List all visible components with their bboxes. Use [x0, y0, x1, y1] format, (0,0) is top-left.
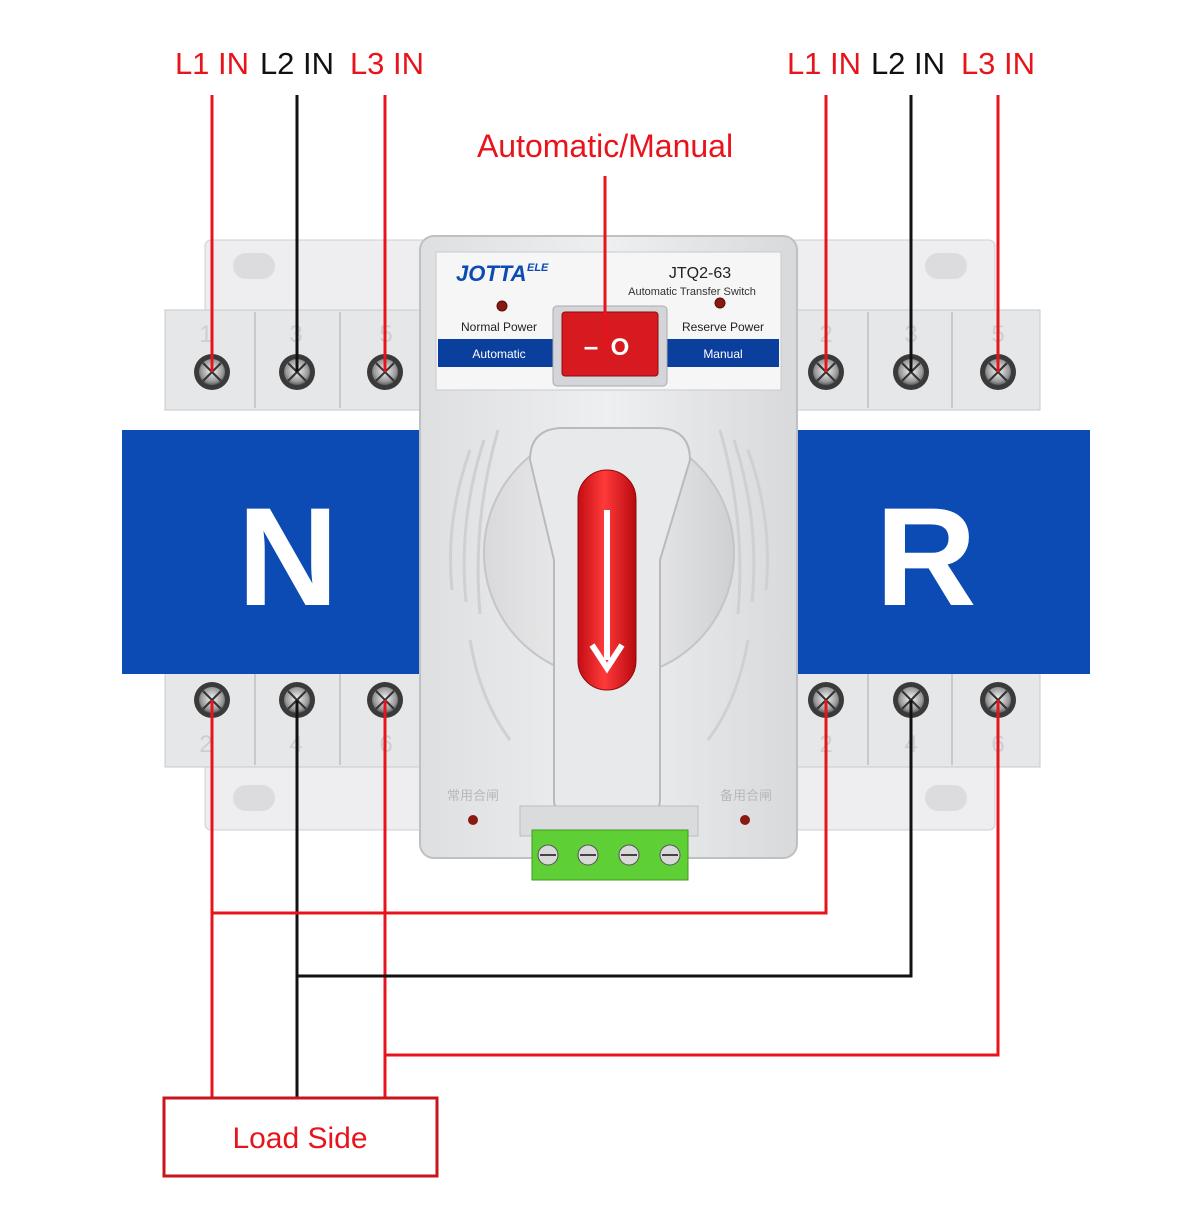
wiring — [210, 95, 1000, 1098]
rocker-off-mark: – — [584, 331, 598, 361]
control-terminal-block — [519, 805, 699, 881]
terminal-number: 2 — [199, 731, 212, 758]
right-l3-in-label: L3 IN — [961, 46, 1035, 81]
device-subtitle: Automatic Transfer Switch — [628, 286, 756, 298]
decorative-grip-arcs — [449, 429, 769, 741]
automatic-manual-callout: Automatic/Manual — [477, 128, 733, 164]
reserve-power-label: Reserve Power — [682, 320, 764, 334]
reserve-close-led-icon — [740, 815, 750, 825]
manual-bar — [665, 339, 779, 367]
manual-handle[interactable] — [528, 427, 692, 813]
wire-link-l3 — [385, 700, 1000, 1057]
brand-logo: JOTTA — [456, 261, 526, 286]
mount-slot — [233, 785, 275, 811]
automatic-bar — [438, 339, 556, 367]
load-side-box: Load Side — [162, 1096, 439, 1178]
model-number: JTQ2-63 — [669, 265, 731, 282]
r-letter: R — [875, 478, 976, 635]
n-letter: N — [237, 478, 338, 635]
mount-slot — [925, 253, 967, 279]
normal-band — [122, 430, 427, 674]
automatic-label: Automatic — [472, 347, 525, 361]
reserve-power-indicator-icon — [714, 297, 726, 309]
right-l2-in-label: L2 IN — [871, 46, 945, 81]
normal-close-led-icon — [468, 815, 478, 825]
terminal-number: 1 — [199, 321, 212, 348]
reserve-close-label: 备用合闸 — [720, 788, 772, 803]
mount-slot — [925, 785, 967, 811]
normal-power-indicator-icon — [496, 300, 508, 312]
left-l1-in-label: L1 IN — [175, 46, 249, 81]
reserve-band — [790, 430, 1090, 674]
normal-power-label: Normal Power — [461, 320, 537, 334]
left-l3-in-label: L3 IN — [350, 46, 424, 81]
normal-close-label: 常用合闸 — [447, 788, 499, 803]
manual-label: Manual — [703, 347, 742, 361]
right-l1-in-label: L1 IN — [787, 46, 861, 81]
switch-device: N R JOTTA ELE JTQ2-63 Automatic Transfer… — [122, 235, 1090, 881]
wire-link-l2 — [297, 700, 913, 978]
left-l2-in-label: L2 IN — [260, 46, 334, 81]
load-side-label: Load Side — [232, 1122, 367, 1155]
brand-suffix: ELE — [527, 262, 549, 274]
down-arrow-icon — [589, 510, 625, 674]
rocker-on-mark: O — [611, 334, 630, 361]
auto-manual-rocker-switch[interactable]: – O — [552, 305, 668, 387]
mount-slot — [233, 253, 275, 279]
top-labels: L1 IN L2 IN L3 IN L1 IN L2 IN L3 IN — [175, 46, 1035, 81]
wire-link-l1 — [212, 700, 828, 915]
